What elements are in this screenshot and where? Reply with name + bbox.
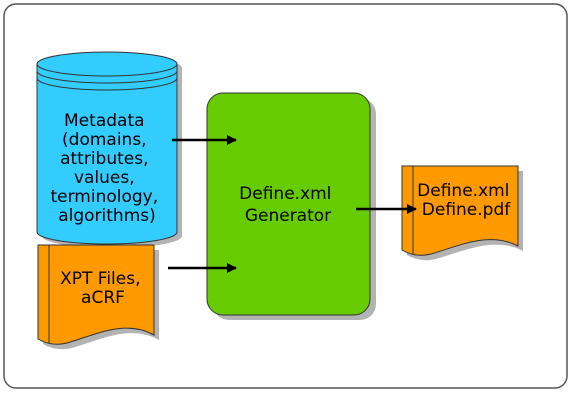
metadata-cylinder-ring-1 xyxy=(36,70,178,84)
generator-line-1: Define.xml xyxy=(239,184,331,204)
xpt-document-label: XPT Files, aCRF xyxy=(60,269,146,308)
metadata-line-3: attributes, xyxy=(60,149,148,169)
xpt-document-body xyxy=(37,244,155,345)
output-line-2: Define.pdf xyxy=(422,200,511,220)
generator-line-2: Generator xyxy=(245,206,331,226)
metadata-line-2: (domains, xyxy=(62,130,147,150)
metadata-cylinder-ring-2 xyxy=(36,77,178,91)
generator-box: Define.xml Generator xyxy=(206,92,376,320)
generator-label: Define.xml Generator xyxy=(239,184,337,226)
metadata-cylinder-top xyxy=(36,51,178,77)
generator-body xyxy=(206,92,371,316)
output-document-label: Define.xml Define.pdf xyxy=(417,181,515,220)
metadata-line-6: algorithms) xyxy=(58,206,156,226)
output-line-1: Define.xml xyxy=(417,181,509,201)
output-document-body xyxy=(401,165,519,256)
metadata-line-5: terminology, xyxy=(50,187,158,207)
output-document: Define.xml Define.pdf xyxy=(401,165,523,261)
metadata-line-1: Metadata xyxy=(64,111,145,131)
metadata-line-4: values, xyxy=(74,168,135,188)
xpt-line-2: aCRF xyxy=(81,288,125,308)
metadata-store: Metadata (domains, attributes, values, t… xyxy=(36,51,182,248)
metadata-store-label: Metadata (domains, attributes, values, t… xyxy=(50,111,163,226)
xpt-document: XPT Files, aCRF xyxy=(37,244,159,350)
xpt-line-1: XPT Files, xyxy=(60,269,140,289)
metadata-cylinder-body xyxy=(36,63,178,245)
